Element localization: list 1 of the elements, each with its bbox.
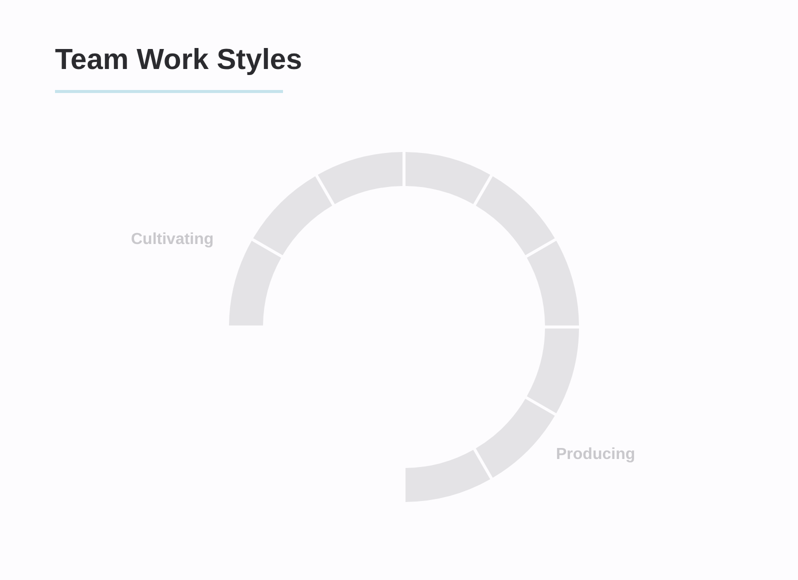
title: Team Work Styles: [55, 43, 302, 78]
